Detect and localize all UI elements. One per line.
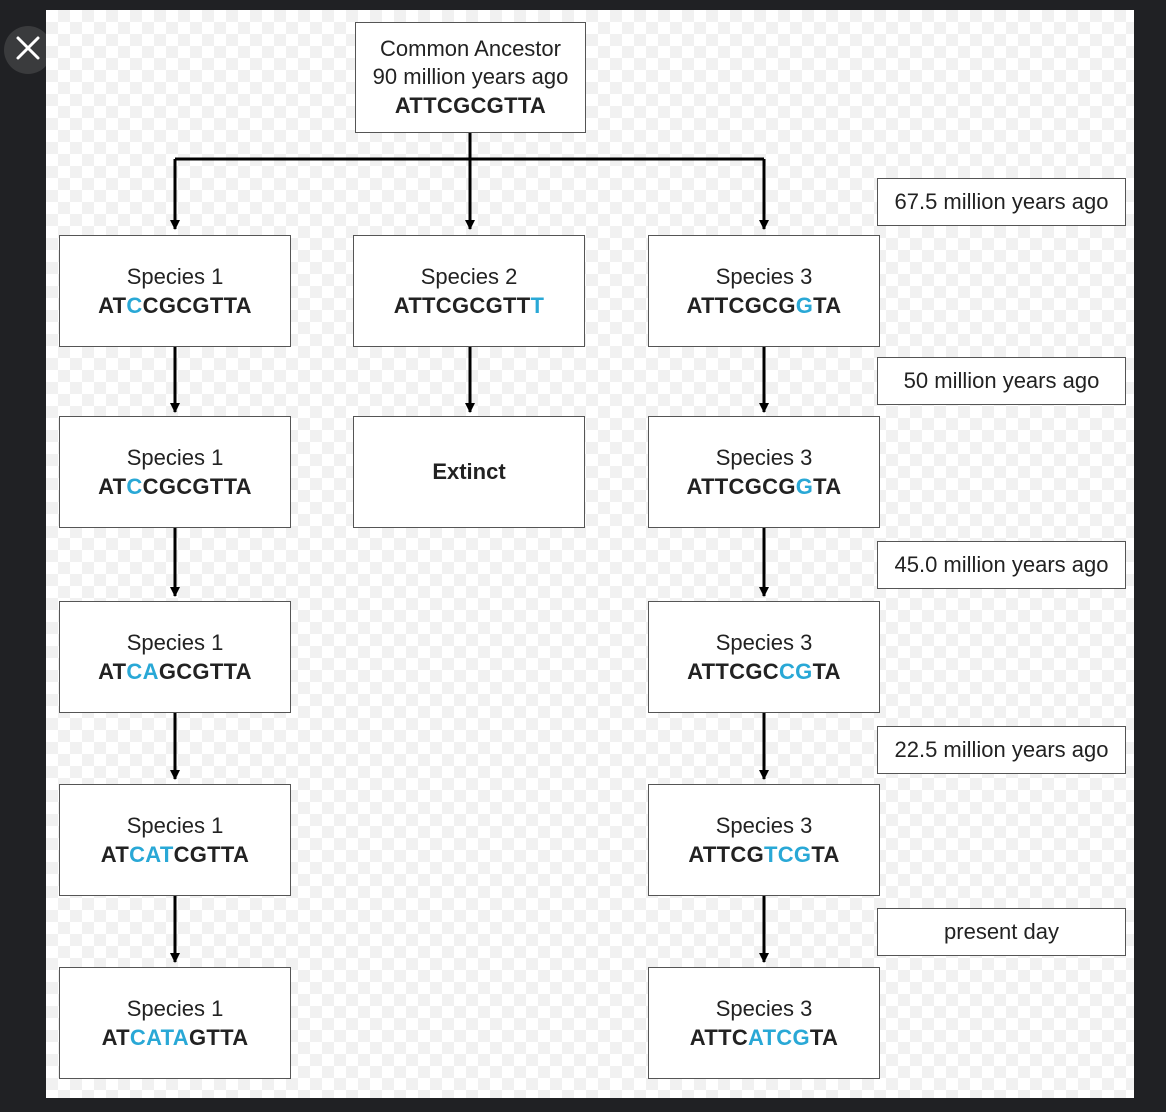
extinct-box: Extinct [353, 416, 585, 528]
species-name: Species 1 [126, 995, 224, 1021]
conserved-bases: ATTC [689, 1024, 749, 1050]
mutated-bases: G [795, 292, 814, 318]
conserved-bases: AT [98, 292, 127, 318]
conserved-bases: ATTCG [688, 841, 764, 867]
mutated-bases: CG [778, 658, 813, 684]
conserved-bases: AT [101, 1024, 130, 1050]
time-label-67-5: 67.5 million years ago [877, 178, 1126, 226]
mutated-bases: C [126, 292, 143, 318]
mutated-bases: CA [126, 658, 159, 684]
conserved-bases: TA [811, 841, 840, 867]
species-1-stage-4: Species 1 ATCATCGTTA [59, 784, 291, 896]
mutated-bases: ATCG [748, 1024, 810, 1050]
species-2-stage-1: Species 2 ATTCGCGTTT [353, 235, 585, 347]
dna-sequence: ATTCGTCGTA [688, 840, 839, 869]
dna-sequence: ATCCGCGTTA [98, 472, 252, 501]
conserved-bases: CGCGTTA [142, 292, 252, 318]
species-name: Species 3 [715, 812, 813, 838]
conserved-bases: CGTTA [173, 841, 250, 867]
conserved-bases: AT [98, 473, 127, 499]
conserved-bases: ATTCGC [687, 658, 779, 684]
species-name: Species 1 [126, 812, 224, 838]
ancestor-age: 90 million years ago [372, 64, 569, 89]
species-name: Species 1 [126, 263, 224, 289]
conserved-bases: TA [809, 1024, 839, 1050]
species-1-stage-1: Species 1 ATCCGCGTTA [59, 235, 291, 347]
species-3-stage-2: Species 3 ATTCGCGGTA [648, 416, 880, 528]
conserved-bases: AT [100, 841, 130, 867]
species-name: Species 3 [715, 263, 813, 289]
ancestor-sequence: ATTCGCGTTA [394, 93, 547, 118]
diagram-canvas: Common Ancestor 90 million years ago ATT… [46, 10, 1134, 1098]
common-ancestor-box: Common Ancestor 90 million years ago ATT… [355, 22, 586, 133]
conserved-bases: ATTCGCGTT [393, 292, 531, 318]
mutated-bases: CAT [129, 841, 174, 867]
conserved-bases: CGCGTTA [142, 473, 252, 499]
species-name: Species 1 [126, 629, 224, 655]
dna-sequence: ATTCGCGGTA [687, 291, 842, 320]
ancestor-title: Common Ancestor [380, 36, 561, 61]
conserved-bases: AT [98, 658, 127, 684]
conserved-bases: GCGTTA [158, 658, 252, 684]
species-3-stage-1: Species 3 ATTCGCGGTA [648, 235, 880, 347]
dna-sequence: ATTCGCCGTA [687, 657, 841, 686]
dna-sequence: ATTCATCGTA [690, 1023, 838, 1052]
mutated-bases: T [530, 292, 545, 318]
connector-arrows [170, 133, 769, 963]
species-1-stage-2: Species 1 ATCCGCGTTA [59, 416, 291, 528]
close-button[interactable] [4, 26, 52, 74]
species-name: Species 1 [126, 444, 224, 470]
dna-sequence: ATCATAGTTA [102, 1023, 249, 1052]
time-label-present: present day [877, 908, 1126, 956]
species-3-stage-3: Species 3 ATTCGCCGTA [648, 601, 880, 713]
species-name: Species 3 [715, 444, 813, 470]
dna-sequence: ATCATCGTTA [101, 840, 249, 869]
dna-sequence: ATTCGCGTTT [394, 291, 544, 320]
conserved-bases: TA [812, 658, 841, 684]
species-1-stage-5: Species 1 ATCATAGTTA [59, 967, 291, 1079]
conserved-bases: TA [813, 292, 842, 318]
dna-sequence: ATCCGCGTTA [98, 291, 252, 320]
mutated-bases: CATA [129, 1024, 189, 1050]
time-label-45: 45.0 million years ago [877, 541, 1126, 589]
conserved-bases: ATTCGCG [686, 292, 796, 318]
conserved-bases: GTTA [188, 1024, 249, 1050]
time-label-50: 50 million years ago [877, 357, 1126, 405]
species-name: Species 2 [420, 263, 518, 289]
species-1-stage-3: Species 1 ATCAGCGTTA [59, 601, 291, 713]
species-name: Species 3 [715, 995, 813, 1021]
conserved-bases: ATTCGCG [686, 473, 796, 499]
mutated-bases: TCG [764, 841, 812, 867]
close-icon [15, 35, 41, 66]
conserved-bases: TA [813, 473, 842, 499]
extinct-label: Extinct [432, 459, 506, 484]
mutated-bases: G [795, 473, 814, 499]
species-name: Species 3 [715, 629, 813, 655]
time-label-22-5: 22.5 million years ago [877, 726, 1126, 774]
dna-sequence: ATCAGCGTTA [98, 657, 252, 686]
species-3-stage-4: Species 3 ATTCGTCGTA [648, 784, 880, 896]
dna-sequence: ATTCGCGGTA [687, 472, 842, 501]
species-3-stage-5: Species 3 ATTCATCGTA [648, 967, 880, 1079]
mutated-bases: C [126, 473, 143, 499]
